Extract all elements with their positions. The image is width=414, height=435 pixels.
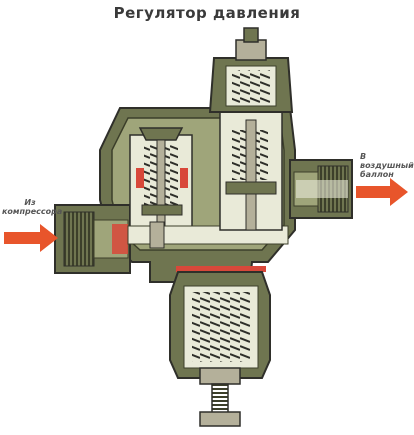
outlet-label: В воздушный баллон	[360, 152, 414, 179]
inlet-arrow-icon	[4, 224, 58, 252]
inlet-label: Из компрессора	[2, 198, 63, 216]
inlet-fitting	[54, 204, 131, 274]
top-cap	[208, 27, 294, 113]
valve-stem	[156, 139, 166, 236]
top-spring	[232, 70, 270, 104]
lower-spring-housing	[169, 271, 271, 385]
diagram-title: Регулятор давления	[113, 4, 301, 22]
outlet-arrow-icon	[356, 178, 408, 206]
check-valve-chamber	[129, 127, 193, 236]
seal-gasket	[176, 266, 266, 272]
unloader-stem	[245, 119, 257, 231]
regulating-spring	[192, 292, 250, 362]
lower-nut	[199, 367, 241, 385]
adjusting-screw	[199, 383, 241, 427]
unloader-chamber	[219, 111, 283, 231]
outlet-fitting	[289, 159, 353, 219]
top-adjusting-nut	[235, 39, 267, 61]
